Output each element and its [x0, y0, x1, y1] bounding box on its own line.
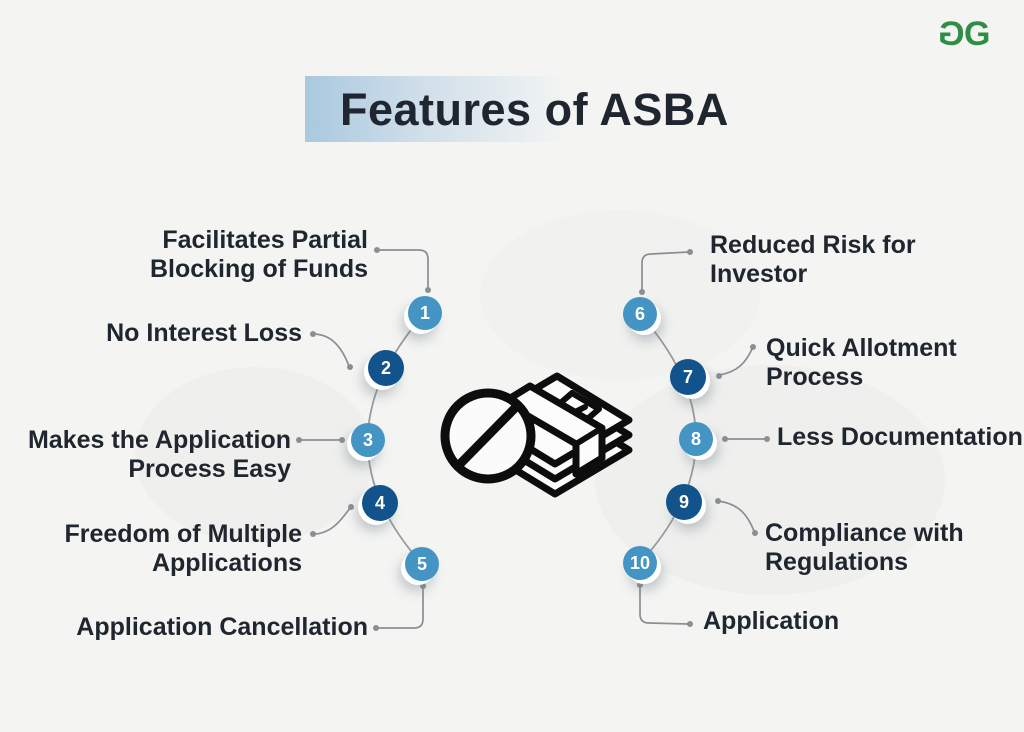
connector-2: [312, 333, 350, 367]
connector-dots: [296, 247, 770, 631]
step-number: 6: [634, 303, 645, 324]
step-number: 3: [362, 429, 373, 450]
feature-label-1: Facilitates Partial Blocking of Funds: [149, 226, 368, 283]
step-number: 8: [690, 428, 701, 449]
step-circle-5: 5: [405, 547, 439, 581]
logo-letter: G: [964, 14, 991, 53]
feature-label-10: Application: [703, 607, 840, 635]
step-circle-6: 6: [623, 297, 657, 331]
step-circle-7: 7: [670, 359, 706, 395]
geeksforgeeks-logo-icon: G G: [928, 8, 1000, 60]
feature-label-6: Reduced Risk for Investor: [710, 231, 916, 288]
step-circle-1: 1: [408, 296, 442, 330]
step-circle-10: 10: [623, 546, 657, 580]
step-number: 10: [629, 552, 651, 573]
step-circle-9: 9: [666, 484, 702, 520]
connector-7: [718, 348, 753, 376]
connector-lines: [298, 249, 767, 629]
step-number: 7: [682, 366, 693, 387]
feature-label-4: Freedom of Multiple Applications: [64, 520, 303, 577]
prohibition-sign: [440, 388, 536, 484]
feature-label-9: Compliance with Regulations: [765, 519, 964, 576]
feature-label-8: Less Documentation: [777, 423, 1023, 451]
blocked-funds-icon: [440, 372, 633, 498]
step-number: 5: [416, 553, 427, 574]
step-number: 2: [380, 357, 391, 378]
connector-4: [312, 507, 351, 535]
connector-1: [376, 249, 429, 291]
feature-label-7: Quick Allotment Process: [766, 334, 957, 391]
step-circle-3: 3: [351, 423, 385, 457]
feature-label-3: Makes the Application Process Easy: [27, 426, 291, 483]
step-number: 1: [419, 302, 430, 323]
connector-9: [717, 500, 755, 532]
step-circle-2: 2: [368, 350, 404, 386]
step-circle-8: 8: [679, 422, 713, 456]
title-highlight-band: [305, 76, 570, 142]
feature-label-5: Application Cancellation: [76, 613, 368, 641]
feature-label-2: No Interest Loss: [106, 319, 302, 347]
connector-5: [375, 586, 424, 629]
step-number: 4: [374, 492, 385, 513]
connector-10: [639, 584, 689, 625]
page-title: Features of ASBA: [340, 84, 729, 135]
connector-6: [641, 251, 690, 292]
step-number: 9: [678, 491, 689, 512]
step-circle-4: 4: [362, 485, 398, 521]
